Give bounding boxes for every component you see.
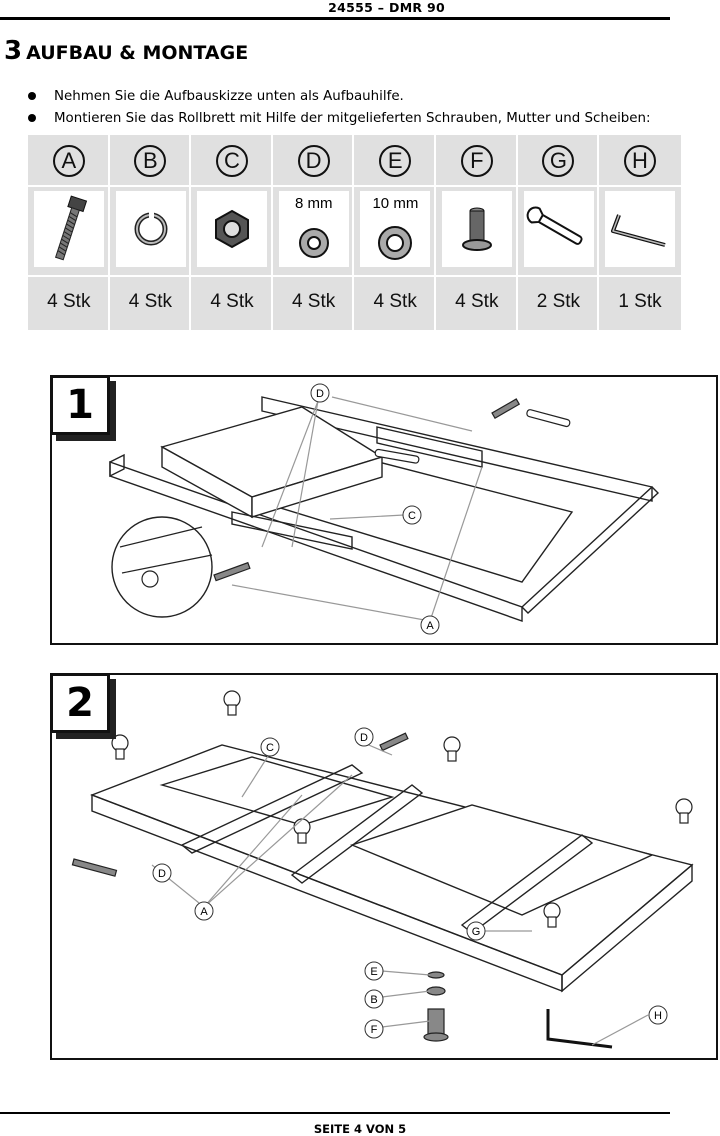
callout-label: C xyxy=(408,510,416,522)
washer-icon: 10 mm xyxy=(360,191,431,267)
instruction-list: Nehmen Sie die Aufbauskizze unten als Au… xyxy=(28,86,718,129)
washer-icon: 8 mm xyxy=(278,191,349,267)
part-column-e: E 10 mm 4 Stk xyxy=(354,135,436,330)
callout-marker xyxy=(466,921,486,941)
part-column-h: H 1 Stk xyxy=(599,135,681,330)
callout-marker xyxy=(648,1005,668,1025)
part-letter: F xyxy=(460,145,493,177)
sleeve-nut-icon xyxy=(442,191,512,267)
part-letter: H xyxy=(623,145,656,177)
instruction-item: Nehmen Sie die Aufbauskizze unten als Au… xyxy=(28,86,718,108)
callout-marker xyxy=(364,989,384,1009)
step-1-callouts: D C A xyxy=(310,383,440,635)
callout-label: D xyxy=(316,388,324,400)
callout-label: G xyxy=(472,926,481,938)
part-quantity: 4 Stk xyxy=(210,291,254,312)
part-quantity: 1 Stk xyxy=(618,291,662,312)
parts-table: A 4 Stk B xyxy=(28,135,681,330)
part-size-label: 10 mm xyxy=(372,195,419,212)
page-footer: SEITE 4 VON 5 xyxy=(313,1122,407,1136)
callout-marker xyxy=(420,615,440,635)
part-letter: C xyxy=(215,145,248,177)
callout-label: E xyxy=(370,966,377,978)
document-header-title: 24555 – DMR 90 xyxy=(328,0,445,15)
hex-nut-icon xyxy=(197,191,268,267)
assembly-step-2: 2 C D D A G E B F H xyxy=(50,673,718,1060)
part-column-g: G 2 Stk xyxy=(518,135,600,330)
assembly-step-1: 1 D C A xyxy=(50,375,718,645)
callout-marker xyxy=(364,961,384,981)
step-number: 1 xyxy=(50,375,110,435)
section-title: AUFBAU & MONTAGE xyxy=(26,42,249,64)
header-rule xyxy=(0,17,670,20)
section-number: 3 xyxy=(4,36,23,66)
allen-key-icon xyxy=(605,191,676,267)
part-letter: E xyxy=(379,145,412,177)
part-letter: G xyxy=(542,145,575,177)
part-letter: B xyxy=(134,145,167,177)
part-size-label: 8 mm xyxy=(295,195,333,212)
wrench-icon xyxy=(523,191,594,267)
part-column-b: B 4 Stk xyxy=(110,135,192,330)
callout-label: D xyxy=(158,868,166,880)
part-column-f: F 4 Stk xyxy=(436,135,518,330)
callout-marker xyxy=(260,737,280,757)
step-number: 2 xyxy=(50,673,110,733)
callout-label: F xyxy=(371,1024,378,1036)
part-quantity: 4 Stk xyxy=(455,291,499,312)
footer-rule xyxy=(0,1112,670,1114)
part-quantity: 4 Stk xyxy=(373,291,417,312)
part-letter: A xyxy=(52,145,85,177)
callout-marker xyxy=(310,383,330,403)
part-column-d: D 8 mm 4 Stk xyxy=(273,135,355,330)
spring-washer-icon xyxy=(115,191,186,267)
bolt-icon xyxy=(34,191,104,267)
callout-marker xyxy=(354,727,374,747)
part-quantity: 4 Stk xyxy=(47,291,91,312)
callout-label: B xyxy=(370,994,377,1006)
table-row-divider xyxy=(28,185,681,187)
caster-wheel-icon xyxy=(111,690,693,928)
part-column-a: A 4 Stk xyxy=(28,135,110,330)
callout-label: D xyxy=(360,732,368,744)
callout-label: A xyxy=(200,906,208,918)
callout-marker xyxy=(402,505,422,525)
assembly-drawing-step-1 xyxy=(109,396,660,622)
step-2-callouts: C D D A G E B F H xyxy=(152,727,668,1039)
part-quantity: 4 Stk xyxy=(291,291,336,312)
callout-marker xyxy=(194,901,214,921)
instruction-item: Montieren Sie das Rollbrett mit Hilfe de… xyxy=(28,108,718,130)
part-letter: D xyxy=(297,145,330,177)
assembly-drawing-step-2 xyxy=(71,690,694,1049)
part-column-c: C 4 Stk xyxy=(191,135,273,330)
callout-label: H xyxy=(654,1010,662,1022)
part-quantity: 4 Stk xyxy=(128,291,173,312)
part-quantity: 2 Stk xyxy=(536,291,581,312)
callout-marker xyxy=(152,863,172,883)
callout-marker xyxy=(364,1019,384,1039)
callout-label: A xyxy=(426,620,434,632)
callout-label: C xyxy=(266,742,274,754)
table-row-divider xyxy=(28,275,681,277)
